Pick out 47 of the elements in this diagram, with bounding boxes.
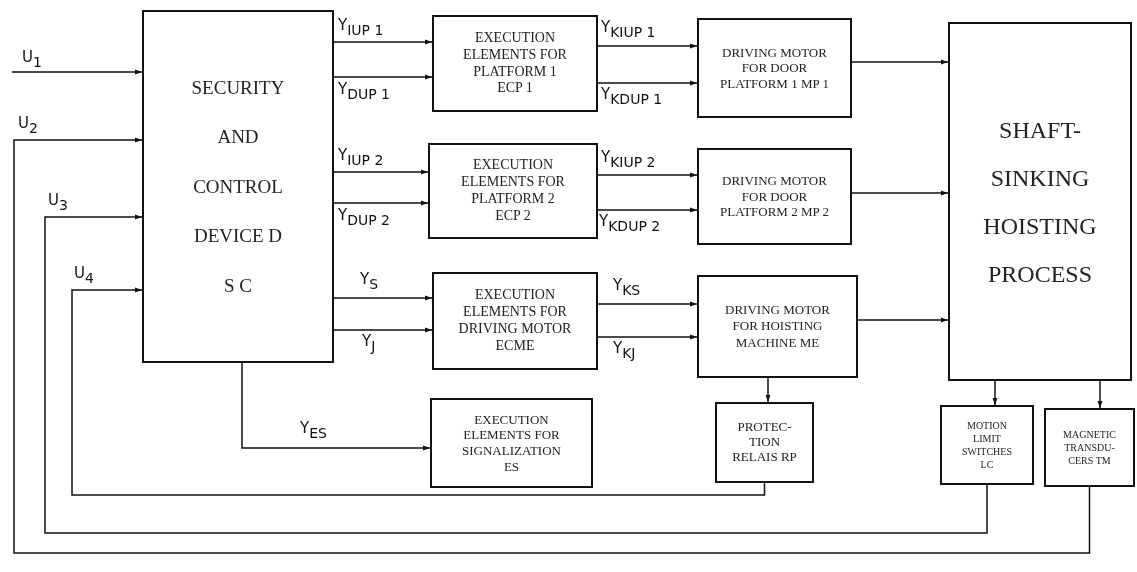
arrow <box>44 214 988 534</box>
process-box <box>430 398 593 488</box>
process-box <box>948 22 1132 381</box>
arrow <box>992 380 998 406</box>
arrow <box>333 295 433 301</box>
box-label: EXECUTION ELEMENTS FOR PLATFORM 1 ECP 1 <box>462 29 568 98</box>
process-box <box>715 402 814 483</box>
arrow <box>857 317 949 323</box>
process-box <box>940 405 1034 485</box>
process-box <box>697 18 852 118</box>
arrow <box>1097 380 1103 409</box>
arrow <box>241 362 431 451</box>
arrow <box>11 69 143 75</box>
arrow <box>597 80 698 86</box>
process-box <box>697 275 858 378</box>
box-label: EXECUTION ELEMENTS FOR PLATFORM 2 ECP 2 <box>460 157 566 225</box>
arrow <box>597 301 698 307</box>
box-label: MAGNETIC TRANSDU- CERS TM <box>1062 428 1117 467</box>
arrow <box>333 327 433 333</box>
arrow <box>71 287 766 496</box>
box-label: DRIVING MOTOR FOR DOOR PLATFORM 1 MP 1 <box>719 44 830 92</box>
arrow <box>851 59 949 65</box>
arrow <box>597 334 698 340</box>
box-label: EXECUTION ELEMENTS FOR SIGNALIZATION ES <box>461 411 562 475</box>
arrow <box>333 200 429 206</box>
process-box <box>1044 408 1135 487</box>
arrow <box>597 172 698 178</box>
process-box <box>697 148 852 245</box>
arrow <box>597 207 698 213</box>
arrow <box>333 39 433 45</box>
box-label: DRIVING MOTOR FOR HOISTING MACHINE ME <box>724 302 831 351</box>
box-label: EXECUTION ELEMENTS FOR DRIVING MOTOR ECME <box>457 287 573 355</box>
box-label: SECURITY AND CONTROL DEVICE D S C <box>190 76 286 298</box>
box-label: SHAFT- SINKING HOISTING PROCESS <box>982 115 1098 289</box>
arrow <box>333 169 429 175</box>
arrow <box>851 190 949 196</box>
arrow <box>333 74 433 80</box>
box-label: PROTEC- TION RELAIS RP <box>731 420 798 465</box>
process-box <box>428 143 598 239</box>
arrow <box>765 377 771 403</box>
process-box <box>432 15 598 112</box>
arrow <box>597 43 698 49</box>
box-label: MOTION LIMIT SWITCHES LC <box>961 419 1013 471</box>
arrow <box>13 137 1091 554</box>
process-box <box>432 272 598 370</box>
process-box <box>142 10 334 363</box>
box-label: DRIVING MOTOR FOR DOOR PLATFORM 2 MP 2 <box>719 173 830 220</box>
